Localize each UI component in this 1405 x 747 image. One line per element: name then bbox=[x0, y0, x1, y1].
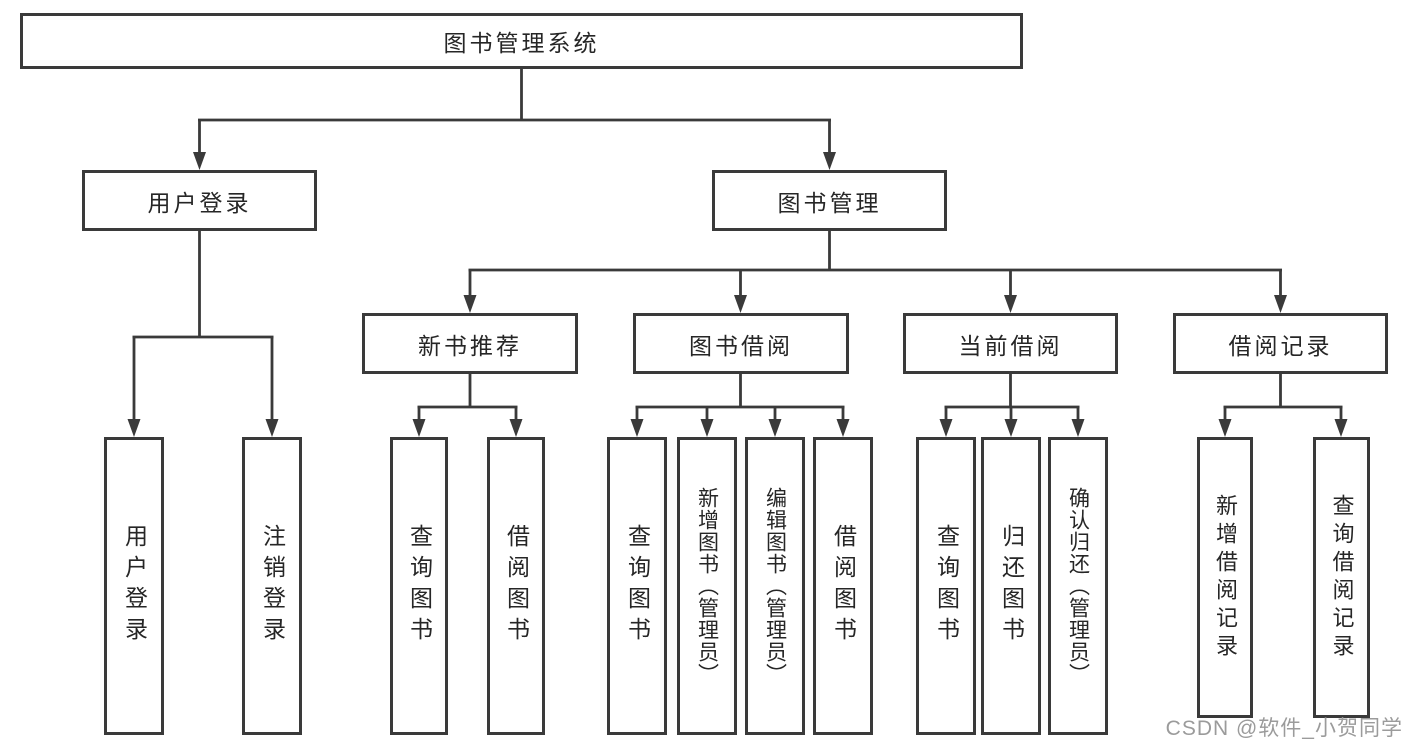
leaf-query-borrow-record: 查询借阅记录 bbox=[1313, 437, 1370, 718]
node-book-borrow: 图书借阅 bbox=[633, 313, 849, 374]
node-user-login-label: 用户登录 bbox=[147, 189, 252, 216]
leaf-logout-label: 注销登录 bbox=[259, 524, 286, 648]
leaf-confirm-return-admin-label: 确认归还（管理员） bbox=[1066, 487, 1090, 685]
leaf-logout: 注销登录 bbox=[242, 437, 302, 735]
leaf-recommend-query-books-label: 查询图书 bbox=[406, 524, 433, 648]
node-borrow-records: 借阅记录 bbox=[1173, 313, 1388, 374]
leaf-add-borrow-record: 新增借阅记录 bbox=[1197, 437, 1253, 718]
leaf-user-login-label: 用户登录 bbox=[121, 524, 148, 648]
leaf-user-login: 用户登录 bbox=[104, 437, 164, 735]
node-root: 图书管理系统 bbox=[20, 13, 1023, 69]
node-current-borrow: 当前借阅 bbox=[903, 313, 1118, 374]
leaf-edit-books-admin: 编辑图书（管理员） bbox=[745, 437, 805, 735]
node-book-management-label: 图书管理 bbox=[777, 189, 882, 216]
leaf-return-books: 归还图书 bbox=[981, 437, 1041, 735]
node-new-book-recommend: 新书推荐 bbox=[362, 313, 578, 374]
node-borrow-records-label: 借阅记录 bbox=[1228, 332, 1333, 359]
leaf-borrow-query-books-label: 查询图书 bbox=[624, 524, 651, 648]
leaf-recommend-query-books: 查询图书 bbox=[390, 437, 448, 735]
node-current-borrow-label: 当前借阅 bbox=[958, 332, 1063, 359]
leaf-confirm-return-admin: 确认归还（管理员） bbox=[1048, 437, 1108, 735]
node-book-management: 图书管理 bbox=[712, 170, 947, 231]
node-new-book-recommend-label: 新书推荐 bbox=[418, 332, 522, 359]
csdn-watermark: CSDN @软件_小贺同学 bbox=[1165, 717, 1403, 740]
node-root-label: 图书管理系统 bbox=[443, 30, 600, 56]
leaf-current-query-books-label: 查询图书 bbox=[933, 524, 960, 648]
node-book-borrow-label: 图书借阅 bbox=[689, 332, 793, 359]
node-user-login: 用户登录 bbox=[82, 170, 317, 231]
leaf-add-borrow-record-label: 新增借阅记录 bbox=[1213, 493, 1238, 662]
leaf-return-books-label: 归还图书 bbox=[998, 524, 1025, 648]
leaf-add-books-admin: 新增图书（管理员） bbox=[677, 437, 737, 735]
leaf-edit-books-admin-label: 编辑图书（管理员） bbox=[763, 487, 787, 685]
leaf-borrow-lend-books-label: 借阅图书 bbox=[830, 524, 857, 648]
leaf-current-query-books: 查询图书 bbox=[916, 437, 976, 735]
leaf-query-borrow-record-label: 查询借阅记录 bbox=[1329, 493, 1355, 662]
leaf-borrow-lend-books: 借阅图书 bbox=[813, 437, 873, 735]
leaf-add-books-admin-label: 新增图书（管理员） bbox=[695, 487, 719, 685]
leaf-borrow-query-books: 查询图书 bbox=[607, 437, 667, 735]
leaf-recommend-borrow-books-label: 借阅图书 bbox=[503, 524, 530, 648]
leaf-recommend-borrow-books: 借阅图书 bbox=[487, 437, 545, 735]
